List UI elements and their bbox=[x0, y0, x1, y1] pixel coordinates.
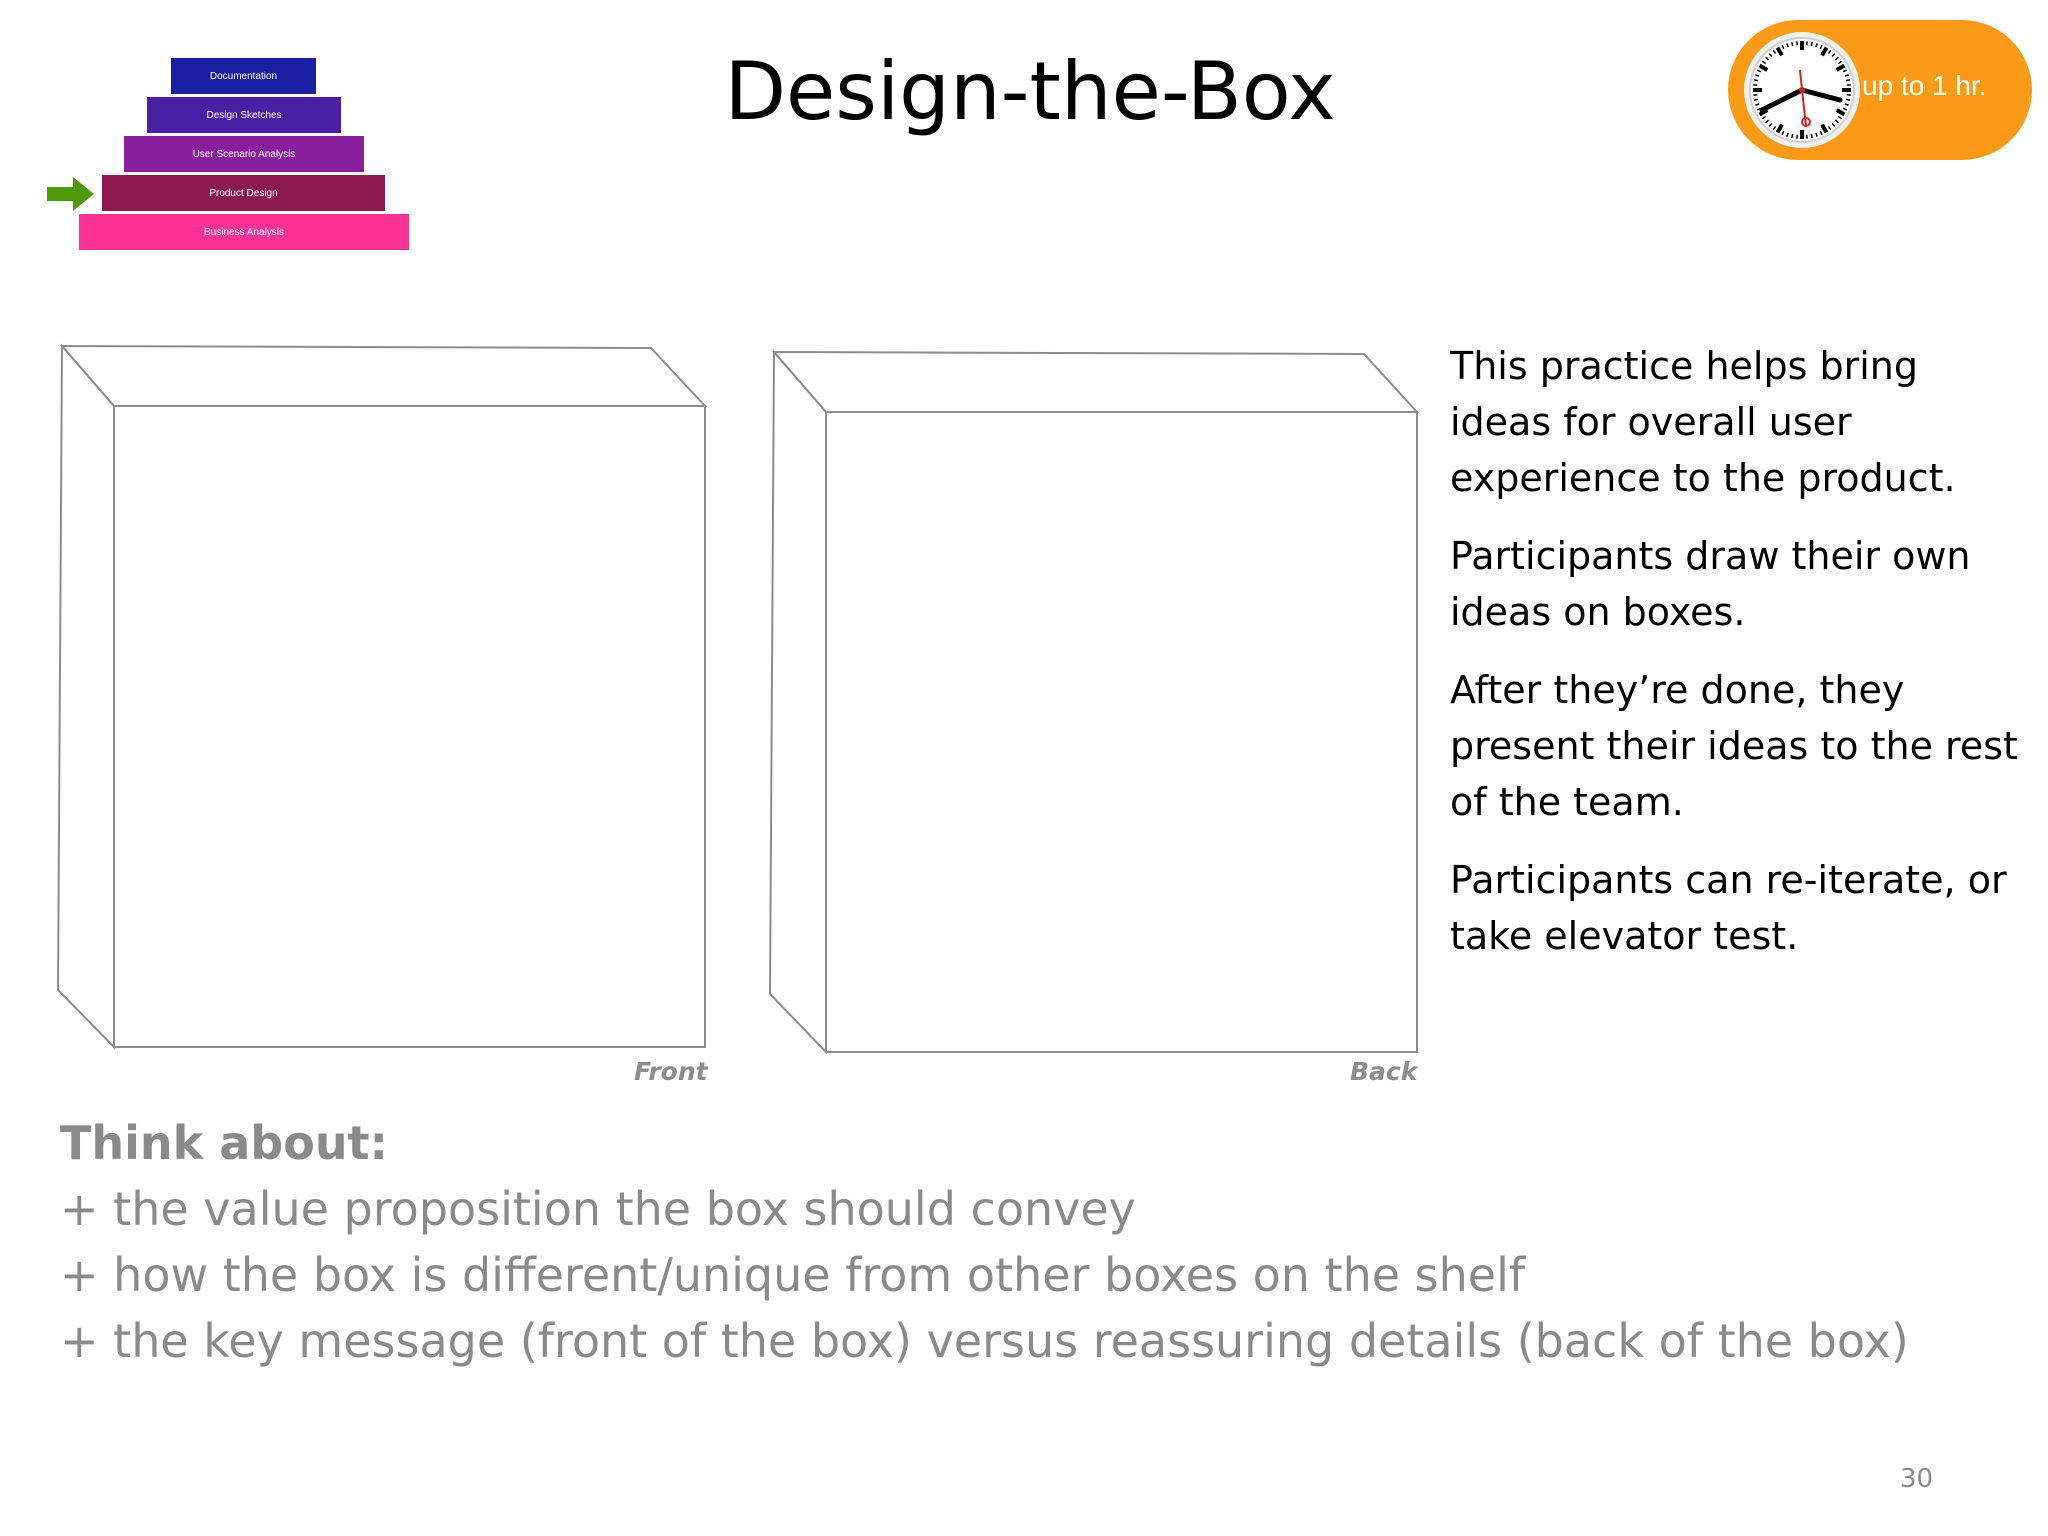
clock-tick bbox=[1775, 46, 1784, 57]
tier-documentation: Documentation bbox=[171, 58, 316, 94]
clock-tick bbox=[1786, 132, 1789, 137]
clock-tick bbox=[1815, 43, 1818, 48]
think-about-item: + how the box is different/unique from o… bbox=[60, 1248, 1526, 1302]
clock-tick bbox=[1844, 103, 1849, 106]
clock-tick bbox=[1755, 74, 1760, 77]
clock-tick bbox=[1756, 69, 1762, 73]
clock-tick bbox=[1827, 125, 1832, 131]
tier-user-scenario-analysis: User Scenario Analysis bbox=[124, 136, 364, 172]
description-paragraph: After they’re done, they present their i… bbox=[1450, 668, 2018, 824]
clock-tick bbox=[1781, 130, 1785, 136]
front-box-top bbox=[59, 344, 708, 407]
box-drawings bbox=[56, 343, 1420, 1055]
clock-tick bbox=[1834, 119, 1839, 124]
clock-tick bbox=[1831, 122, 1836, 127]
clock-tick bbox=[1842, 69, 1848, 73]
clock-tick bbox=[1845, 79, 1851, 82]
description-paragraph: Participants can re-iterate, or take ele… bbox=[1450, 858, 2007, 958]
clock-tick bbox=[1845, 98, 1851, 101]
clock-tick bbox=[1819, 44, 1823, 50]
clock-tick bbox=[1772, 125, 1777, 131]
clock-tick bbox=[1758, 63, 1769, 72]
tier-business-analysis: Business Analysis bbox=[79, 214, 409, 250]
clock-tick bbox=[1786, 43, 1789, 48]
tier-design-sketches: Design Sketches bbox=[147, 97, 341, 133]
clock-tick bbox=[1837, 60, 1843, 65]
clock-tick bbox=[1835, 108, 1846, 117]
clock-tick bbox=[1815, 132, 1818, 137]
clock-tick bbox=[1765, 56, 1770, 61]
clock-tick bbox=[1775, 123, 1784, 134]
clock-tick bbox=[1834, 56, 1839, 61]
timer-badge: up to 1 hr. bbox=[1728, 20, 2032, 160]
clock-tick bbox=[1781, 44, 1785, 50]
back-label: Back bbox=[1350, 1057, 1418, 1086]
clock-tick bbox=[1837, 115, 1843, 120]
description-paragraph: This practice helps bring ideas for over… bbox=[1450, 344, 1956, 500]
tier-product-design: Product Design bbox=[102, 175, 385, 211]
think-about-section: Think about: + the value proposition the… bbox=[60, 1110, 2020, 1374]
back-box bbox=[768, 349, 1420, 1055]
clock-tick bbox=[1820, 46, 1829, 57]
process-pyramid: Documentation Design Sketches User Scena… bbox=[0, 0, 460, 270]
clock-tick bbox=[1755, 103, 1760, 106]
description: This practice helps bring ideas for over… bbox=[1450, 338, 2030, 986]
clock-tick bbox=[1768, 122, 1773, 127]
description-paragraph: Participants draw their own ideas on box… bbox=[1450, 534, 1971, 634]
back-box-side bbox=[768, 349, 827, 1055]
clock-tick bbox=[1820, 123, 1829, 134]
front-box-face bbox=[113, 405, 706, 1048]
front-label: Front bbox=[634, 1057, 708, 1086]
clock-tick bbox=[1819, 130, 1823, 136]
page-number: 30 bbox=[1900, 1464, 1934, 1494]
think-about-item: + the value proposition the box should c… bbox=[60, 1182, 1136, 1236]
clock-tick bbox=[1761, 60, 1767, 65]
clock-tick bbox=[1810, 41, 1813, 47]
current-step-arrow-icon bbox=[47, 177, 94, 211]
clock-tick bbox=[1753, 79, 1759, 82]
clock-tick bbox=[1831, 53, 1836, 58]
clock-tick bbox=[1842, 107, 1848, 111]
back-box-face bbox=[825, 411, 1418, 1053]
clock-tick bbox=[1810, 133, 1813, 139]
clock-tick bbox=[1835, 63, 1846, 72]
timer-text: up to 1 hr. bbox=[1862, 70, 1987, 101]
think-about-item: + the key message (front of the box) ver… bbox=[60, 1314, 1909, 1368]
front-box-side bbox=[56, 343, 115, 1050]
clock-tick bbox=[1765, 119, 1770, 124]
clock-tick bbox=[1791, 41, 1794, 47]
back-box-top bbox=[771, 350, 1420, 413]
clock-tick bbox=[1844, 74, 1849, 77]
clock-tick bbox=[1827, 49, 1832, 55]
front-box bbox=[56, 343, 708, 1050]
think-about-title: Think about: bbox=[60, 1116, 388, 1170]
clock-tick bbox=[1768, 53, 1773, 58]
clock-tick bbox=[1791, 133, 1794, 139]
clock-tick bbox=[1761, 115, 1767, 120]
clock-tick bbox=[1772, 49, 1777, 55]
clock-tick bbox=[1753, 98, 1759, 101]
clock-icon bbox=[1744, 32, 1860, 148]
page-title: Design-the-Box bbox=[724, 45, 1336, 138]
